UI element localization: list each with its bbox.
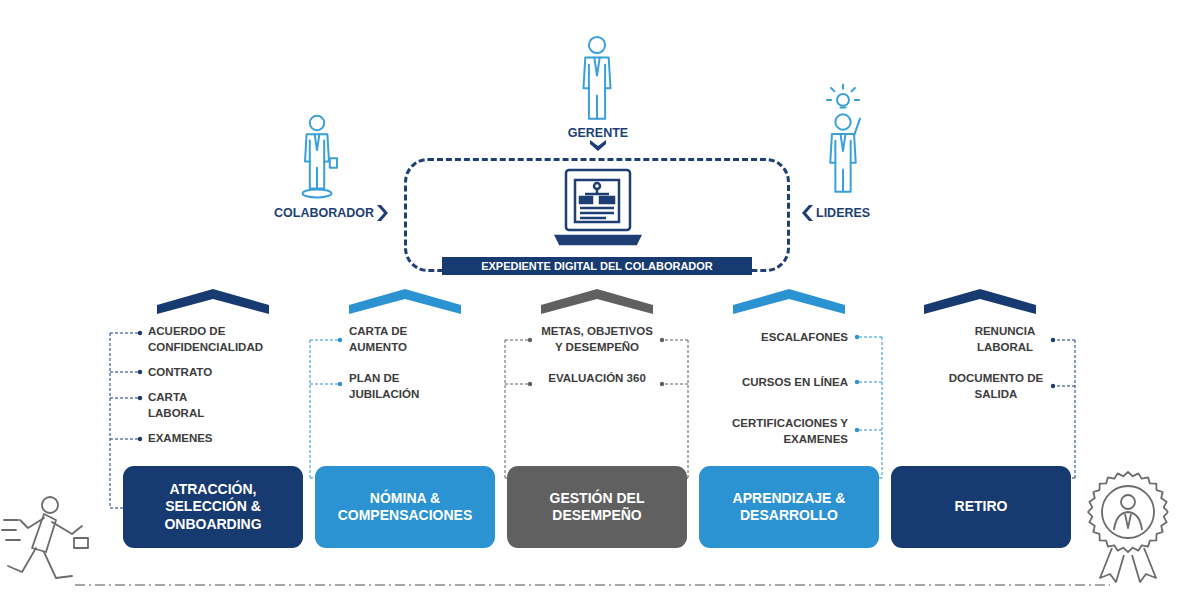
file-title-bar: EXPEDIENTE DIGITAL DEL COLABORADOR [442,257,752,275]
leader-lines [310,338,342,478]
document-item: CARTA DE AUMENTO [349,324,433,355]
stage-title: RETIRO [955,498,1008,516]
leader-lines [1051,338,1075,478]
process-box: GESTIÓN DEL DESEMPEÑO [507,466,687,548]
role-label: COLABORADOR [248,205,374,222]
digital-file-frame: EXPEDIENTE DIGITAL DEL COLABORADOR [404,158,790,272]
role-label: GERENTE [548,125,648,142]
person-figure [303,116,337,198]
document-item: RENUNCIA LABORAL [964,324,1046,355]
pointer-chevron [802,205,813,221]
document-item: CONTRATO [148,365,276,381]
document-item: CERTIFICACIONES Y EXAMENES [718,416,848,447]
person-figure [827,85,860,192]
column-cap [157,289,269,314]
document-item: CARTA LABORAL [148,390,230,421]
stage-title: GESTIÓN DEL DESEMPEÑO [523,490,671,525]
laptop-icon [556,170,640,244]
document-item: CURSOS EN LÍNEA [708,375,848,391]
leader-lines [660,338,688,478]
process-box: ATRACCIÓN, SELECCIÓN & ONBOARDING [123,466,303,548]
pointer-chevron [590,140,606,151]
timeline-line [75,584,1110,586]
process-box: APRENDIZAJE & DESARROLLO [699,466,879,548]
stage-title: ATRACCIÓN, SELECCIÓN & ONBOARDING [139,481,287,534]
document-item: EXAMENES [148,431,276,447]
medal-icon [1088,472,1168,582]
stage-title: APRENDIZAJE & DESARROLLO [715,490,863,525]
column-cap [733,289,845,314]
leader-lines [505,338,532,478]
process-box: NÓMINA & COMPENSACIONES [315,466,495,548]
running-figure [2,497,88,578]
column-cap [541,289,653,314]
pointer-chevron [377,205,388,221]
document-item: DOCUMENTO DE SALIDA [946,371,1046,402]
person-figure [584,37,611,119]
document-item: ESCALAFONES [708,330,848,346]
column-cap [349,289,461,314]
document-item: METAS, OBJETIVOS Y DESEMPEÑO [536,324,658,355]
process-box: RETIRO [891,466,1071,548]
document-item: PLAN DE JUBILACIÓN [349,371,433,402]
document-item: ACUERDO DE CONFIDENCIALIDAD [148,324,276,355]
document-item: EVALUACIÓN 360 [546,371,648,387]
leader-lines [855,335,882,478]
stage-title: NÓMINA & COMPENSACIONES [331,490,479,525]
column-cap [924,289,1036,314]
role-label: LIDERES [816,205,896,222]
